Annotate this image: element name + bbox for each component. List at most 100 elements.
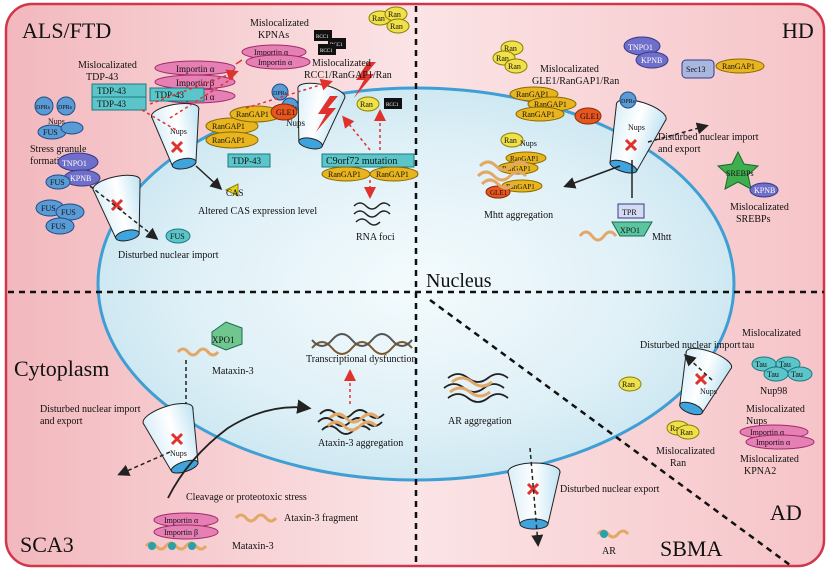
rcc1-box-3 [318,44,336,55]
label-nucleus: Nucleus [426,270,492,292]
kpnb-label: KPNB [70,174,91,183]
als-pore-left [92,174,141,242]
cas-label: CAS [226,188,244,198]
als-ran-2-label: Ran [388,10,401,19]
rna-foci-label: RNA foci [356,232,395,243]
als-rangap1-2-label: RanGAP1 [212,136,245,145]
als-gle1-label: GLE1 [276,108,296,117]
mhtt-gle1-label: GLE1 [490,189,508,197]
fus-oval-3-label: FUS [61,208,76,217]
srebps-kpnb-label: KPNB [754,186,775,195]
ad-importin-1-label: Importin α [750,428,785,437]
rcc1-box-1 [314,30,332,41]
lightning-icon-2 [354,62,376,98]
hd-ran-4 [500,132,524,148]
sca3-mataxin-chain-top [176,347,220,357]
als-ran-4-label: Ran [360,100,373,109]
rcc1-box-2-label: RCC1 [330,43,343,48]
sca3-panel: XPO1 Mataxin-3 Transcriptional dysfuncti… [40,321,416,552]
stress-granule-line2: formation [30,156,69,167]
ad-ran-2 [676,424,700,440]
hd-ran-1-label: Ran [504,44,517,53]
hd-disturbed-line2: and export [658,144,701,155]
importin-alpha-label: Importin α [176,64,215,74]
sca3-xpo1-label: XPO1 [212,335,235,345]
hd-ran-4-label: Ran [504,136,517,145]
hd-tpr-label: TPR [622,208,637,217]
ataxin-agg-orange [326,412,380,432]
sca3-importin-b [153,524,219,540]
sca3-block-cross [170,432,184,446]
hd-rangap1-3-label: RanGAP1 [522,110,555,119]
title-als-ftd: ALS/FTD [22,18,111,43]
c9-rangap1-2-label: RanGAP1 [376,170,409,179]
dna-helix-2 [311,333,413,347]
ataxin-fragment-label: Ataxin-3 fragment [284,513,358,524]
als-import-arrow [89,185,159,240]
hd-disturbed-line1: Disturbed nuclear import [658,132,759,143]
dpr-label-1: DPRs [36,105,51,111]
hd-tnpo1-label: TNPO1 [628,43,653,52]
srebps-star [716,150,760,190]
hd-kpnb [635,51,669,69]
mhtt-agg-nups: Nups [520,139,537,148]
mhtt-strands [476,160,530,190]
rcc1-box-1-label: RCC1 [316,35,329,40]
fus-oval-4 [45,217,75,235]
sbma-block-cross [526,482,540,496]
sca3-disturbed-line1: Disturbed nuclear import [40,404,141,415]
ad-tau-2-label: Tau [779,360,791,369]
als-gle1 [270,103,298,121]
hd-dpr [619,91,637,109]
c9-rangap1-2 [369,166,419,182]
sg-fus-1-label: FUS [43,128,58,137]
hd-mhtt-chain [578,230,618,242]
ataxin-aggregation-label: Ataxin-3 aggregation [318,438,403,449]
ad-disturbed-import: Disturbed nuclear import [640,340,741,351]
hd-mis-srebps-line2: SREBPs [736,214,771,225]
hd-kpnb-label: KPNB [641,56,662,65]
hd-rangap1-1-label: RanGAP1 [516,90,549,99]
hd-sec13 [681,59,715,79]
hd-gle1 [574,107,602,125]
red-arrow-rcc1 [245,78,333,109]
sca3-import-curve [167,399,312,499]
hd-tpr [617,203,645,219]
sg-nups-label: Nups [48,117,65,126]
rcc1-box-3-label: RCC1 [320,49,333,54]
tdp43-box-1-label: TDP-43 [97,86,126,96]
red-arrow-stub [235,59,243,65]
ad-tau-1-label: Tau [755,360,767,369]
divider-diagonal [429,298,791,567]
mhtt-aggregation-label: Mhtt aggregation [484,210,553,221]
kpnas-importin-2 [245,54,311,70]
als-ran-1-label: Ran [372,14,385,23]
als-dpr-1-label: DPRs [273,91,288,97]
rcc1-box-4-label: RCC1 [386,103,399,108]
hd-pore-nups: Nups [628,123,645,132]
hd-ran-3 [504,58,528,74]
mhtt-rangap1-2-label: RanGAP1 [502,165,531,173]
tdp43-nuclear [227,153,271,168]
als-ran-3 [386,18,410,34]
sca3-ub-1 [148,542,156,550]
als-ran-3-label: Ran [390,22,403,31]
sbma-panel: AR aggregation Ran Disturbed nuclear exp… [443,373,660,557]
ad-mis-kpna2-line2: KPNA2 [744,466,776,477]
red-arrow-kpnas-2 [169,75,237,119]
als-mis-tdp43-line1: Mislocalizated [78,60,137,71]
sbma-ar-label: AR [602,546,616,557]
sca3-pore-nups: Nups [170,449,187,458]
red-arrow-c9-up [342,115,371,151]
ad-pore-nups: Nups [700,387,717,396]
tdp43-box-2 [91,96,147,111]
als-rangap1-2 [205,131,259,149]
hd-gle1-label: GLE1 [580,112,600,121]
dna-helix-1 [311,341,413,355]
ad-import-arrow [683,353,713,381]
ad-ran-2-label: Ran [680,428,693,437]
als-mis-kpnas-line1: Mislocalizated [250,18,309,29]
fus-oval-1 [45,174,71,190]
dpr-label-2: DPRs [58,105,73,111]
